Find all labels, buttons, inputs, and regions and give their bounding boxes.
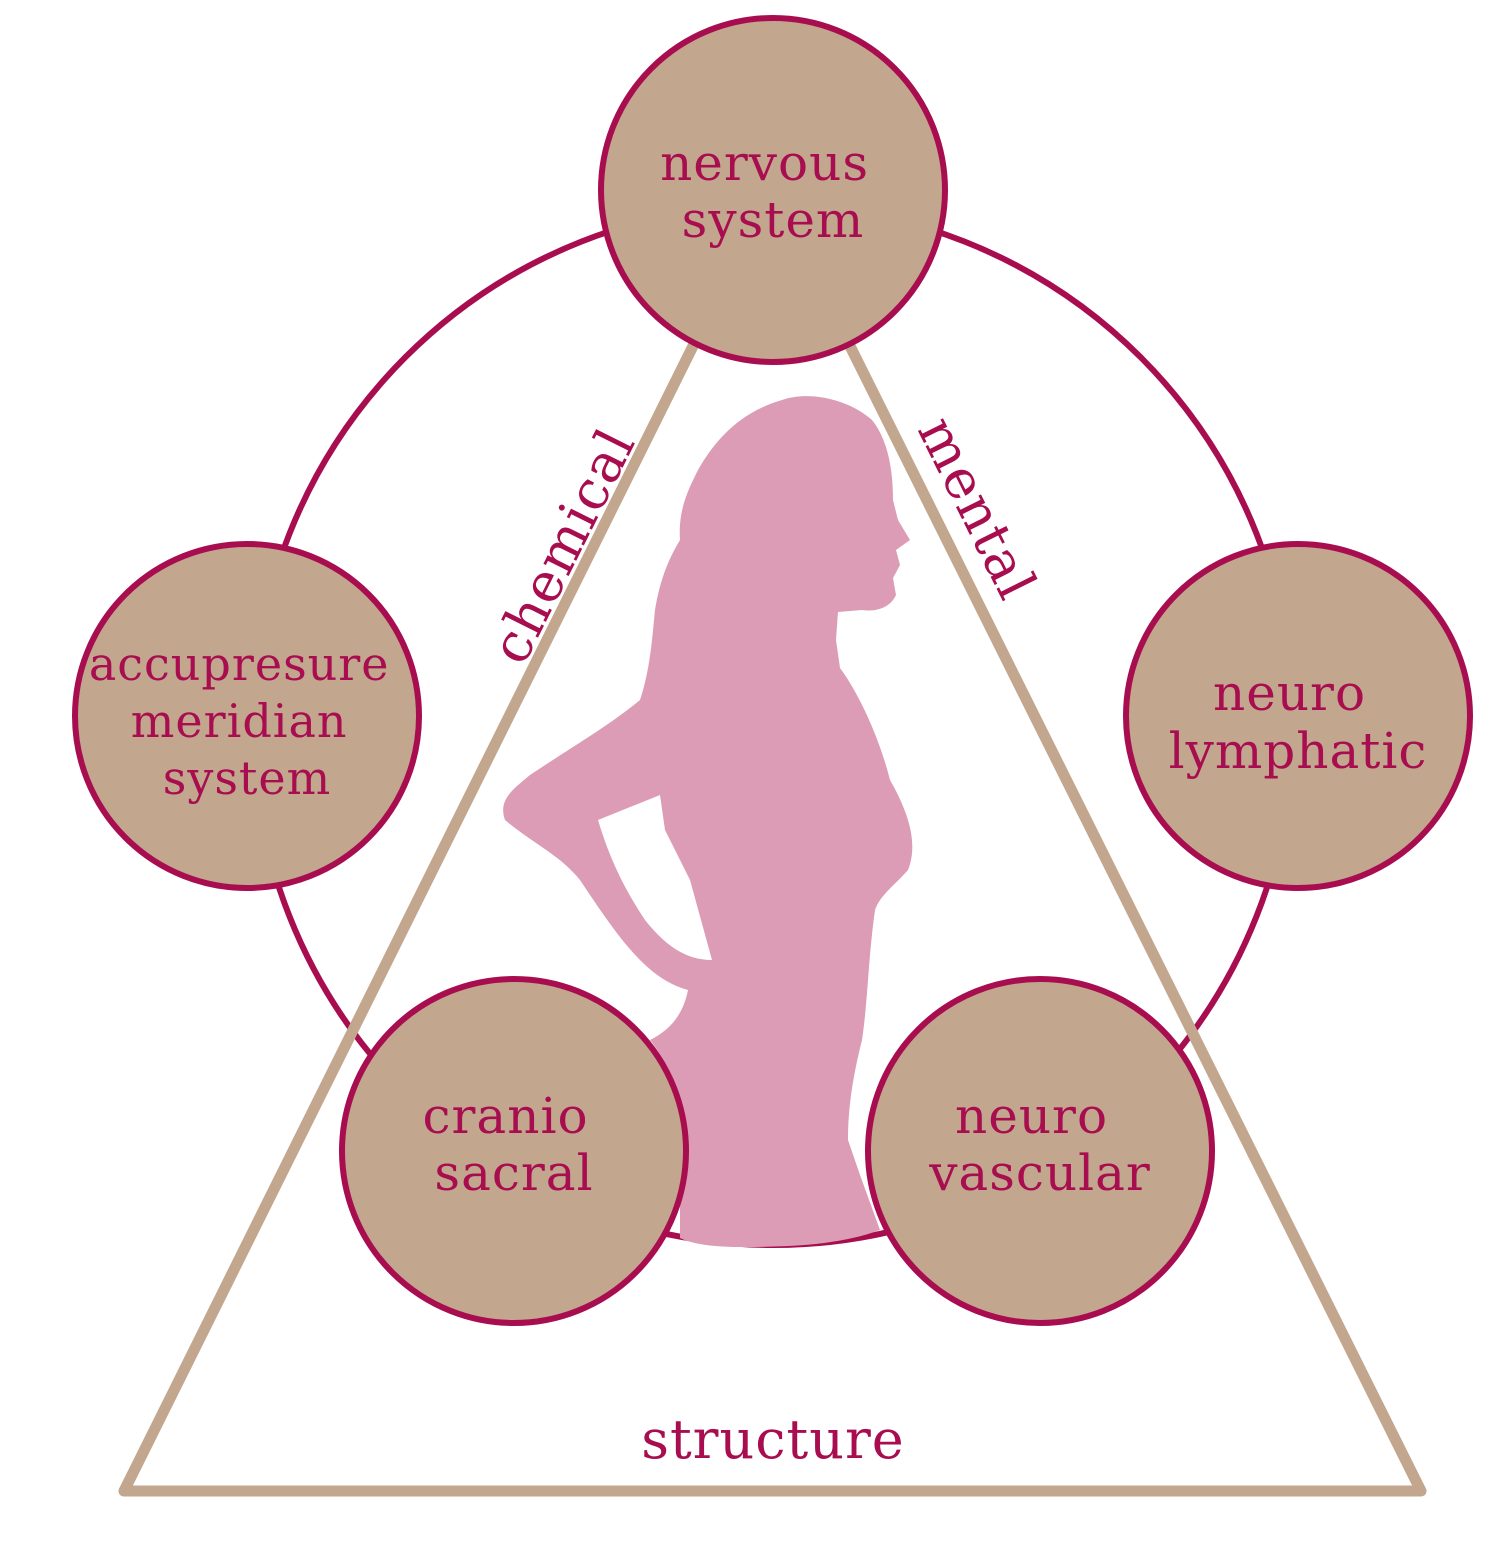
node-label-line: cranio — [423, 1087, 589, 1145]
node-circle — [72, 541, 422, 891]
svg-text:neuro lymphatic: neuro lymphatic — [1169, 664, 1428, 780]
node-neuro-vascular: neuro vascular — [865, 976, 1215, 1326]
node-circle — [865, 976, 1215, 1326]
node-accupresure-meridian-system: accupresure meridian system — [72, 541, 422, 891]
svg-text:neuro vascular: neuro vascular — [928, 1087, 1151, 1202]
node-label-line: vascular — [928, 1144, 1151, 1202]
node-label-line: meridian — [131, 694, 348, 748]
woman-silhouette-icon — [503, 396, 913, 1247]
node-label-line: sacral — [434, 1144, 593, 1202]
node-label-line: system — [682, 191, 865, 249]
node-label-line: accupresure — [89, 637, 390, 691]
node-cranio-sacral: cranio sacral — [339, 976, 689, 1326]
node-label-line: system — [163, 751, 332, 805]
node-label-line: lymphatic — [1169, 722, 1428, 780]
node-circle — [1123, 541, 1473, 891]
node-label-line: nervous — [660, 134, 869, 192]
node-neuro-lymphatic: neuro lymphatic — [1123, 541, 1473, 891]
svg-text:cranio sacral: cranio sacral — [423, 1087, 606, 1202]
triangle-outline — [118, 332, 1427, 1497]
side-label-left: chemical — [478, 419, 647, 674]
side-label-bottom: structure — [641, 1408, 905, 1471]
node-label-line: neuro — [1213, 664, 1366, 722]
node-label-line: neuro — [955, 1087, 1108, 1145]
node-circle — [339, 976, 689, 1326]
svg-text:accupresure meridian: accupresure meridian system — [89, 637, 405, 805]
svg-text:nervous system: nervous system — [660, 134, 886, 249]
node-circle — [598, 15, 948, 365]
node-nervous-system: nervous system — [598, 15, 948, 365]
